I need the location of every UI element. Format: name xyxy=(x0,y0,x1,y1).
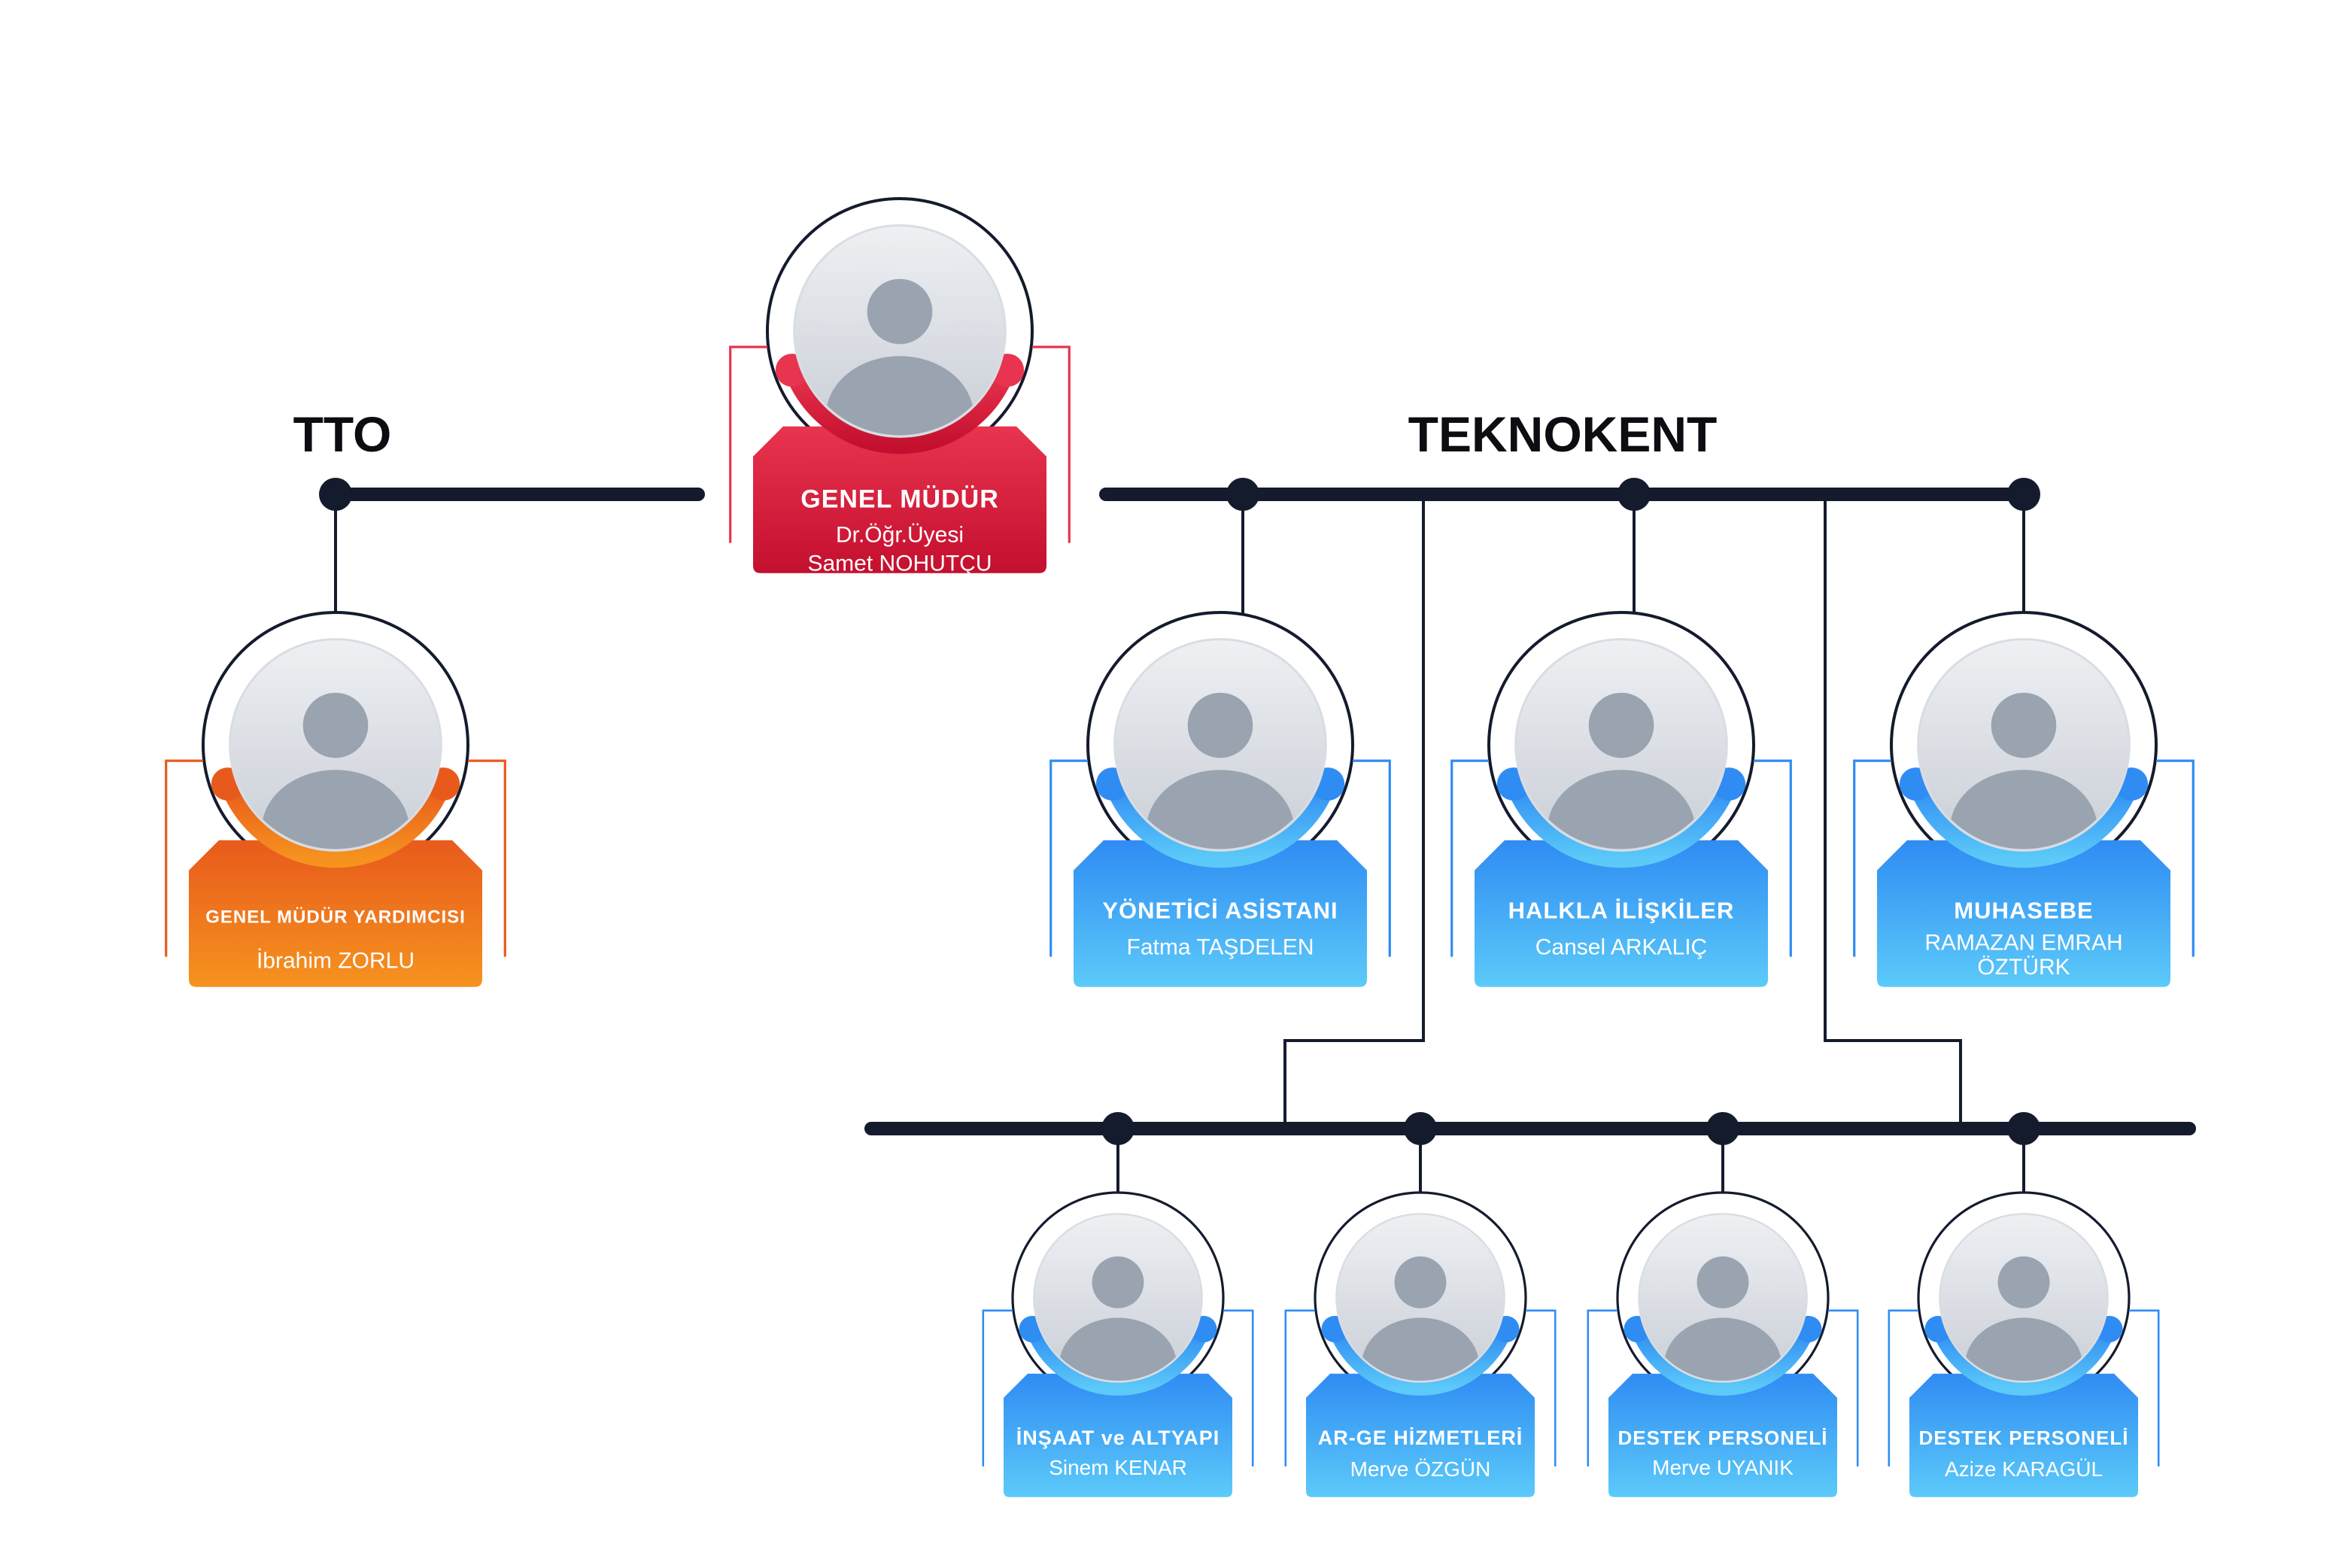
frame-bracket xyxy=(1587,1309,1859,1466)
name-label: Samet NOHUTÇU xyxy=(807,552,992,576)
teknokent-bus-node xyxy=(2007,478,2040,511)
label-box xyxy=(1004,1373,1232,1497)
photo-arc xyxy=(1328,1322,1513,1396)
photo-arc xyxy=(1104,776,1337,868)
label-box xyxy=(189,840,482,987)
photo-arc xyxy=(219,776,452,868)
role-label: İNŞAAT ve ALTYAPI xyxy=(1016,1427,1220,1449)
lower-bus-node xyxy=(1706,1112,1739,1145)
photo-arc xyxy=(1630,1322,1815,1396)
photo-arc xyxy=(1025,1322,1210,1396)
label-box xyxy=(1306,1373,1535,1497)
name-label: Azize KARAGÜL xyxy=(1945,1457,2103,1481)
frame-bracket xyxy=(1853,759,2195,957)
bus-link-line xyxy=(1283,494,1425,1129)
person-photo xyxy=(793,224,1007,438)
label-box xyxy=(1909,1373,2138,1497)
person-photo xyxy=(1113,638,1327,852)
teknokent-title: TEKNOKENT xyxy=(1408,406,1718,462)
label-box xyxy=(753,426,1046,573)
title-label: Dr.Öğr.Üyesi xyxy=(836,523,964,548)
label-box xyxy=(1074,840,1367,987)
frame-bracket xyxy=(982,1309,1254,1466)
name-label: RAMAZAN EMRAH xyxy=(1924,931,2122,956)
role-label: AR-GE HİZMETLERİ xyxy=(1318,1427,1523,1449)
name-label: İbrahim ZORLU xyxy=(257,949,415,974)
lower-bus-node xyxy=(1404,1112,1437,1145)
role-label: DESTEK PERSONELİ xyxy=(1919,1427,2129,1449)
photo-arc xyxy=(783,362,1016,454)
role-label: YÖNETİCİ ASİSTANI xyxy=(1102,898,1338,924)
frame-bracket xyxy=(729,345,1071,543)
person-photo xyxy=(1514,638,1728,852)
lower-bus-node xyxy=(2007,1112,2040,1145)
name-label-line-2: ÖZTÜRK xyxy=(1977,955,2070,980)
name-label: Merve UYANIK xyxy=(1652,1456,1794,1479)
frame-bracket xyxy=(1888,1309,2160,1466)
person-card-yardimci[interactable]: GENEL MÜDÜR YARDIMCISI İbrahim ZORLU xyxy=(165,611,506,987)
connector-lines xyxy=(319,478,2196,1201)
teknokent-bus-node xyxy=(1226,478,1259,511)
frame-bracket xyxy=(1450,759,1792,957)
name-label: Cansel ARKALIÇ xyxy=(1535,935,1707,960)
role-label: DESTEK PERSONELİ xyxy=(1618,1427,1828,1449)
label-box xyxy=(1475,840,1768,987)
person-photo xyxy=(1335,1213,1505,1383)
person-card-destek2[interactable]: DESTEK PERSONELİ Azize KARAGÜL xyxy=(1888,1191,2160,1497)
person-card-insaat[interactable]: İNŞAAT ve ALTYAPI Sinem KENAR xyxy=(982,1191,1254,1497)
lower-bus-node xyxy=(1101,1112,1134,1145)
person-photo xyxy=(1638,1213,1808,1383)
name-label: Merve ÖZGÜN xyxy=(1350,1457,1491,1481)
person-card-asistan[interactable]: YÖNETİCİ ASİSTANI Fatma TAŞDELEN xyxy=(1049,611,1391,987)
label-box xyxy=(1608,1373,1837,1497)
label-box xyxy=(1877,840,2170,987)
photo-arc xyxy=(1505,776,1738,868)
tto-bus-node xyxy=(319,478,352,511)
frame-bracket xyxy=(1284,1309,1557,1466)
name-label: Sinem KENAR xyxy=(1049,1456,1187,1479)
frame-bracket xyxy=(1049,759,1391,957)
person-photo xyxy=(1939,1213,2109,1383)
person-photo xyxy=(229,638,442,852)
teknokent-bus-node xyxy=(1617,478,1651,511)
role-label: HALKLA İLİŞKİLER xyxy=(1508,898,1735,924)
photo-arc xyxy=(1931,1322,2116,1396)
name-label: Fatma TAŞDELEN xyxy=(1127,935,1314,960)
person-card-halkla[interactable]: HALKLA İLİŞKİLER Cansel ARKALIÇ xyxy=(1450,611,1792,987)
person-photo xyxy=(1033,1213,1203,1383)
role-label: MUHASEBE xyxy=(1954,898,2093,924)
frame-bracket xyxy=(165,759,506,957)
person-card-arge[interactable]: AR-GE HİZMETLERİ Merve ÖZGÜN xyxy=(1284,1191,1557,1497)
bus-link-line xyxy=(1824,494,1962,1129)
person-card-destek1[interactable]: DESTEK PERSONELİ Merve UYANIK xyxy=(1587,1191,1859,1497)
photo-arc xyxy=(1907,776,2140,868)
role-label: GENEL MÜDÜR YARDIMCISI xyxy=(205,907,466,928)
person-photo xyxy=(1917,638,2131,852)
role-label: GENEL MÜDÜR xyxy=(800,485,999,514)
tto-title: TTO xyxy=(293,406,392,462)
